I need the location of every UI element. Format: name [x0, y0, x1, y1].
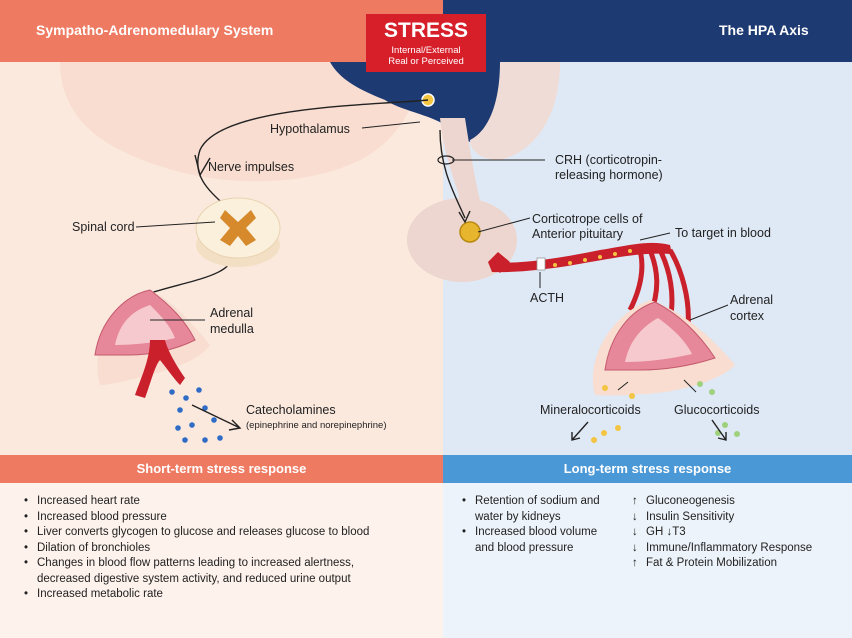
list-item: Increased metabolic rate	[24, 587, 434, 603]
label-adrenal-cortex-2: cortex	[730, 309, 765, 323]
adrenal-vessel-left	[135, 340, 185, 398]
list-item: Liver converts glycogen to glucose and r…	[24, 525, 434, 541]
list-item-continuation: water by kidneys	[475, 510, 561, 523]
down-arrow-icon: ↓	[632, 541, 638, 554]
stress-box: STRESS Internal/External Real or Perceiv…	[366, 14, 486, 72]
list-item: ↑Fat & Protein Mobilization	[632, 556, 842, 572]
cortex-vessels	[627, 248, 691, 326]
long-term-list-left: Retention of sodium and water by kidneys…	[462, 494, 622, 556]
crh-path	[439, 129, 466, 219]
brain-left-shape	[60, 62, 420, 182]
long-term-list-right: ↑Gluconeogenesis ↓Insulin Sensitivity ↓G…	[632, 494, 842, 572]
label-adrenal-cortex-1: Adrenal	[730, 293, 774, 307]
stress-title: STRESS	[383, 19, 469, 42]
label-acth: ACTH	[530, 291, 565, 305]
label-catecholamines-sub: (epinephrine and norepinephrine)	[246, 420, 387, 431]
leader-adrenal-cortex	[689, 304, 729, 321]
crh-arrow	[458, 210, 471, 224]
label-spinal-cord: Spinal cord	[72, 220, 135, 234]
left-header-title: Sympatho-Adrenomedulary System	[36, 22, 274, 38]
list-item-continuation: and blood pressure	[475, 541, 574, 554]
stress-diagram	[60, 62, 740, 443]
down-arrow-icon: ↓	[632, 526, 638, 538]
leader-spinal	[135, 221, 216, 228]
label-corticotrope-1: Corticotrope cells of	[532, 212, 643, 226]
pituitary-stalk	[440, 118, 480, 200]
list-item: ↓GH ↓T3	[632, 525, 842, 541]
acth-marker	[536, 257, 546, 271]
leader-hypothalamus	[361, 121, 421, 129]
list-item: ↑Gluconeogenesis	[632, 494, 842, 510]
label-corticotrope-2: Anterior pituitary	[532, 227, 624, 241]
label-target-blood: To target in blood	[675, 226, 771, 240]
nerve-arrow	[194, 154, 211, 177]
list-item: ↓Immune/Inflammatory Response	[632, 541, 842, 557]
list-item: Increased blood volume	[462, 525, 622, 541]
mineralocorticoid-arrow	[571, 421, 589, 441]
short-term-bar: Short-term stress response	[0, 455, 443, 483]
long-term-bar: Long-term stress response	[443, 455, 852, 483]
glucocorticoid-dots	[697, 381, 740, 437]
label-glucocorticoids: Glucocorticoids	[674, 403, 760, 417]
mineralocorticoid-dots	[591, 385, 635, 443]
spinal-gray-matter	[220, 210, 256, 246]
right-header-title: The HPA Axis	[719, 22, 809, 38]
label-hypothalamus: Hypothalamus	[270, 122, 350, 136]
pituitary-vessel	[488, 252, 510, 273]
list-item: ↓Insulin Sensitivity	[632, 510, 842, 526]
label-crh-2: releasing hormone)	[555, 168, 663, 182]
list-item: Dilation of bronchioles	[24, 541, 434, 557]
acth-dots	[553, 249, 632, 267]
right-header	[443, 0, 852, 62]
catecholamine-dots	[169, 387, 223, 443]
list-item-continuation: decreased digestive system activity, and…	[37, 572, 351, 585]
leader-corticotrope	[477, 217, 531, 233]
stress-line-1: Internal/External	[391, 45, 461, 56]
label-crh-1: CRH (corticotropin-	[555, 153, 662, 167]
brain-right-shape	[470, 62, 560, 160]
up-arrow-icon: ↑	[632, 557, 638, 569]
adrenal-cortex-core	[625, 318, 692, 362]
label-catecholamines: Catecholamines	[246, 403, 336, 417]
stress-line-2: Real or Perceived	[388, 56, 464, 67]
adrenal-medulla-core	[115, 305, 175, 345]
corticotrope-cell	[459, 221, 481, 243]
list-item: Retention of sodium and	[462, 494, 622, 510]
leader-target	[639, 232, 671, 241]
leader-mineralo	[617, 381, 629, 391]
label-nerve-impulses: Nerve impulses	[208, 160, 295, 174]
down-arrow-icon: ↓	[632, 510, 638, 523]
list-item: Changes in blood flow patterns leading t…	[24, 556, 434, 572]
label-adrenal-medulla-1: Adrenal	[210, 306, 254, 320]
list-item: Increased blood pressure	[24, 510, 434, 526]
leader-gluco	[683, 379, 697, 393]
nerve-path	[197, 99, 429, 216]
label-adrenal-medulla-2: medulla	[210, 322, 254, 336]
list-item: Increased heart rate	[24, 494, 434, 510]
acth-vessel	[488, 242, 672, 273]
label-mineralocorticoids: Mineralocorticoids	[540, 403, 641, 417]
glucocorticoid-arrow	[711, 419, 727, 441]
catecholamine-arrow	[191, 404, 242, 431]
up-arrow-icon: ↑	[632, 495, 638, 507]
short-term-list: Increased heart rate Increased blood pre…	[24, 494, 434, 603]
